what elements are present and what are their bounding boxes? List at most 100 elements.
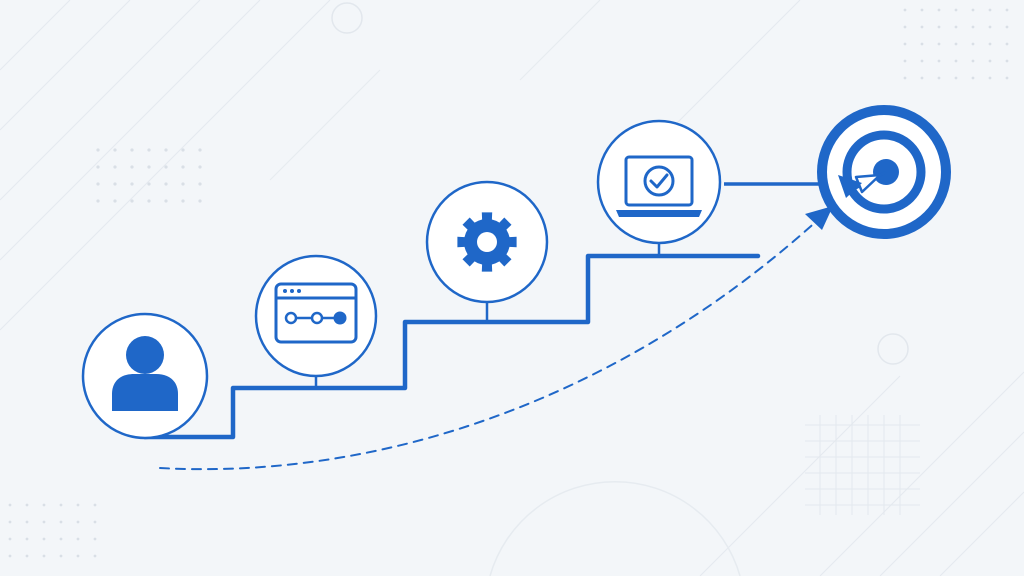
decor-dot: [181, 182, 185, 186]
decor-dot: [920, 42, 924, 46]
decor-dot: [903, 42, 907, 46]
decor-dot: [971, 8, 975, 12]
decor-dot: [113, 182, 117, 186]
decor-dot: [198, 182, 202, 186]
decor-dot: [76, 554, 80, 558]
decor-dot: [76, 503, 80, 507]
decor-dot: [954, 8, 958, 12]
decor-dot: [1005, 25, 1009, 29]
decor-dot: [93, 503, 97, 507]
stage-browser: [254, 254, 378, 378]
decor-dot: [988, 59, 992, 63]
decor-dot: [954, 76, 958, 80]
decor-dots-bottom-left: [8, 503, 97, 558]
stage-connectors: [314, 243, 661, 388]
decor-grid-bottom-right: [805, 415, 920, 515]
decor-dot: [903, 76, 907, 80]
gear-icon: [457, 212, 517, 272]
decor-dot: [42, 503, 46, 507]
decor-dot: [25, 537, 29, 541]
decor-dot: [1005, 42, 1009, 46]
decor-dot: [96, 165, 100, 169]
decor-dot: [96, 199, 100, 203]
decor-dot: [988, 8, 992, 12]
decor-dot: [1005, 8, 1009, 12]
decor-circle-top: [331, 2, 363, 34]
decor-dot: [25, 520, 29, 524]
decor-dot: [8, 520, 12, 524]
user-icon: [112, 336, 178, 411]
decor-dot: [937, 42, 941, 46]
stage-laptop-circle: [596, 119, 722, 245]
diagonal-line-top: [519, 0, 601, 81]
decor-dot: [971, 59, 975, 63]
decor-dot: [937, 8, 941, 12]
staircase-path: [142, 253, 761, 440]
decor-dot: [113, 199, 117, 203]
decor-dot: [130, 182, 134, 186]
decor-dot: [164, 148, 168, 152]
decor-dot: [42, 554, 46, 558]
gear-hole: [477, 232, 497, 252]
decor-dot: [25, 503, 29, 507]
decor-dot: [147, 165, 151, 169]
decor-dot: [181, 199, 185, 203]
decor-dot: [113, 165, 117, 169]
decor-dot: [198, 199, 202, 203]
decor-dot: [903, 8, 907, 12]
decor-dot: [147, 182, 151, 186]
decor-dot: [93, 520, 97, 524]
decor-dot: [954, 59, 958, 63]
decor-dot: [8, 503, 12, 507]
decor-dot: [988, 25, 992, 29]
decor-dot: [93, 537, 97, 541]
decor-dot: [988, 76, 992, 80]
decor-dot: [130, 148, 134, 152]
decor-dot: [181, 165, 185, 169]
decor-dot: [971, 25, 975, 29]
laptop-check-icon: [616, 155, 702, 217]
dashed-curve-arrowhead: [805, 206, 833, 230]
decor-dot: [971, 76, 975, 80]
decor-dot: [954, 42, 958, 46]
decor-dot: [113, 148, 117, 152]
decor-circle-right: [877, 333, 909, 365]
decor-dot: [96, 148, 100, 152]
decor-dot: [76, 520, 80, 524]
decor-dot: [937, 59, 941, 63]
diagonal-lines-right: [639, 0, 1024, 576]
decor-dot: [96, 182, 100, 186]
decor-dot: [8, 554, 12, 558]
decor-dot: [164, 182, 168, 186]
decor-dot: [59, 503, 63, 507]
decor-dots-left: [96, 148, 202, 203]
decor-dot: [130, 199, 134, 203]
stage-laptop: [596, 119, 722, 245]
browser-progress-icon: [274, 282, 358, 344]
decor-dot: [920, 59, 924, 63]
dashed-growth-curve: [159, 217, 821, 471]
decor-dot: [130, 165, 134, 169]
decor-dot: [198, 148, 202, 152]
diagonal-line-center: [269, 69, 381, 181]
decor-dot: [903, 59, 907, 63]
decor-dot: [937, 25, 941, 29]
decor-dot: [42, 520, 46, 524]
decor-dot: [93, 554, 97, 558]
decor-dot: [1005, 59, 1009, 63]
decor-dot: [198, 165, 202, 169]
decor-dot: [76, 537, 80, 541]
decor-dot: [1005, 76, 1009, 80]
decor-dot: [147, 199, 151, 203]
decor-dot: [920, 76, 924, 80]
decor-dot: [59, 537, 63, 541]
decor-dot: [8, 537, 12, 541]
decor-dot: [920, 8, 924, 12]
decor-dot: [920, 25, 924, 29]
diagonal-lines-top-left: [0, 0, 331, 331]
decor-dot: [971, 42, 975, 46]
decor-dot: [903, 25, 907, 29]
decor-dot: [59, 520, 63, 524]
